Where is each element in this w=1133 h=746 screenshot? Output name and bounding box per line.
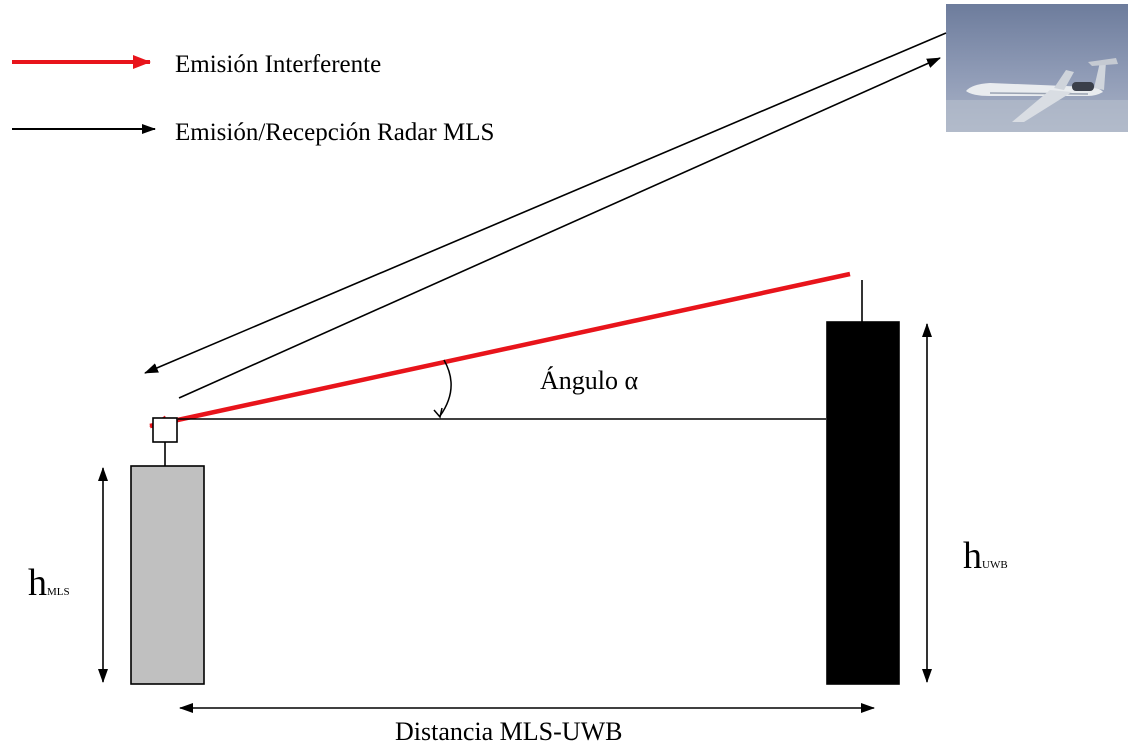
angle-arc-icon (433, 359, 452, 419)
legend-radar-label: Emisión/Recepción Radar MLS (175, 119, 494, 146)
legend-interference-label: Emisión Interferente (175, 51, 381, 78)
legend: Emisión Interferente Emisión/Recepción R… (12, 51, 494, 146)
aircraft-photo (946, 4, 1128, 132)
interference-arrow (149, 271, 851, 430)
angle-label: Ángulo α (540, 366, 639, 395)
distance-label: Distancia MLS-UWB (395, 717, 622, 746)
radar-uplink-arrow (178, 57, 941, 399)
mls-antenna (152, 417, 178, 443)
uwb-tower (826, 321, 900, 685)
mls-tower (130, 465, 205, 685)
radar-downlink-arrow (144, 32, 947, 374)
mls-height-label: hMLS (28, 562, 70, 604)
uwb-height-label: hUWB (963, 535, 1008, 577)
